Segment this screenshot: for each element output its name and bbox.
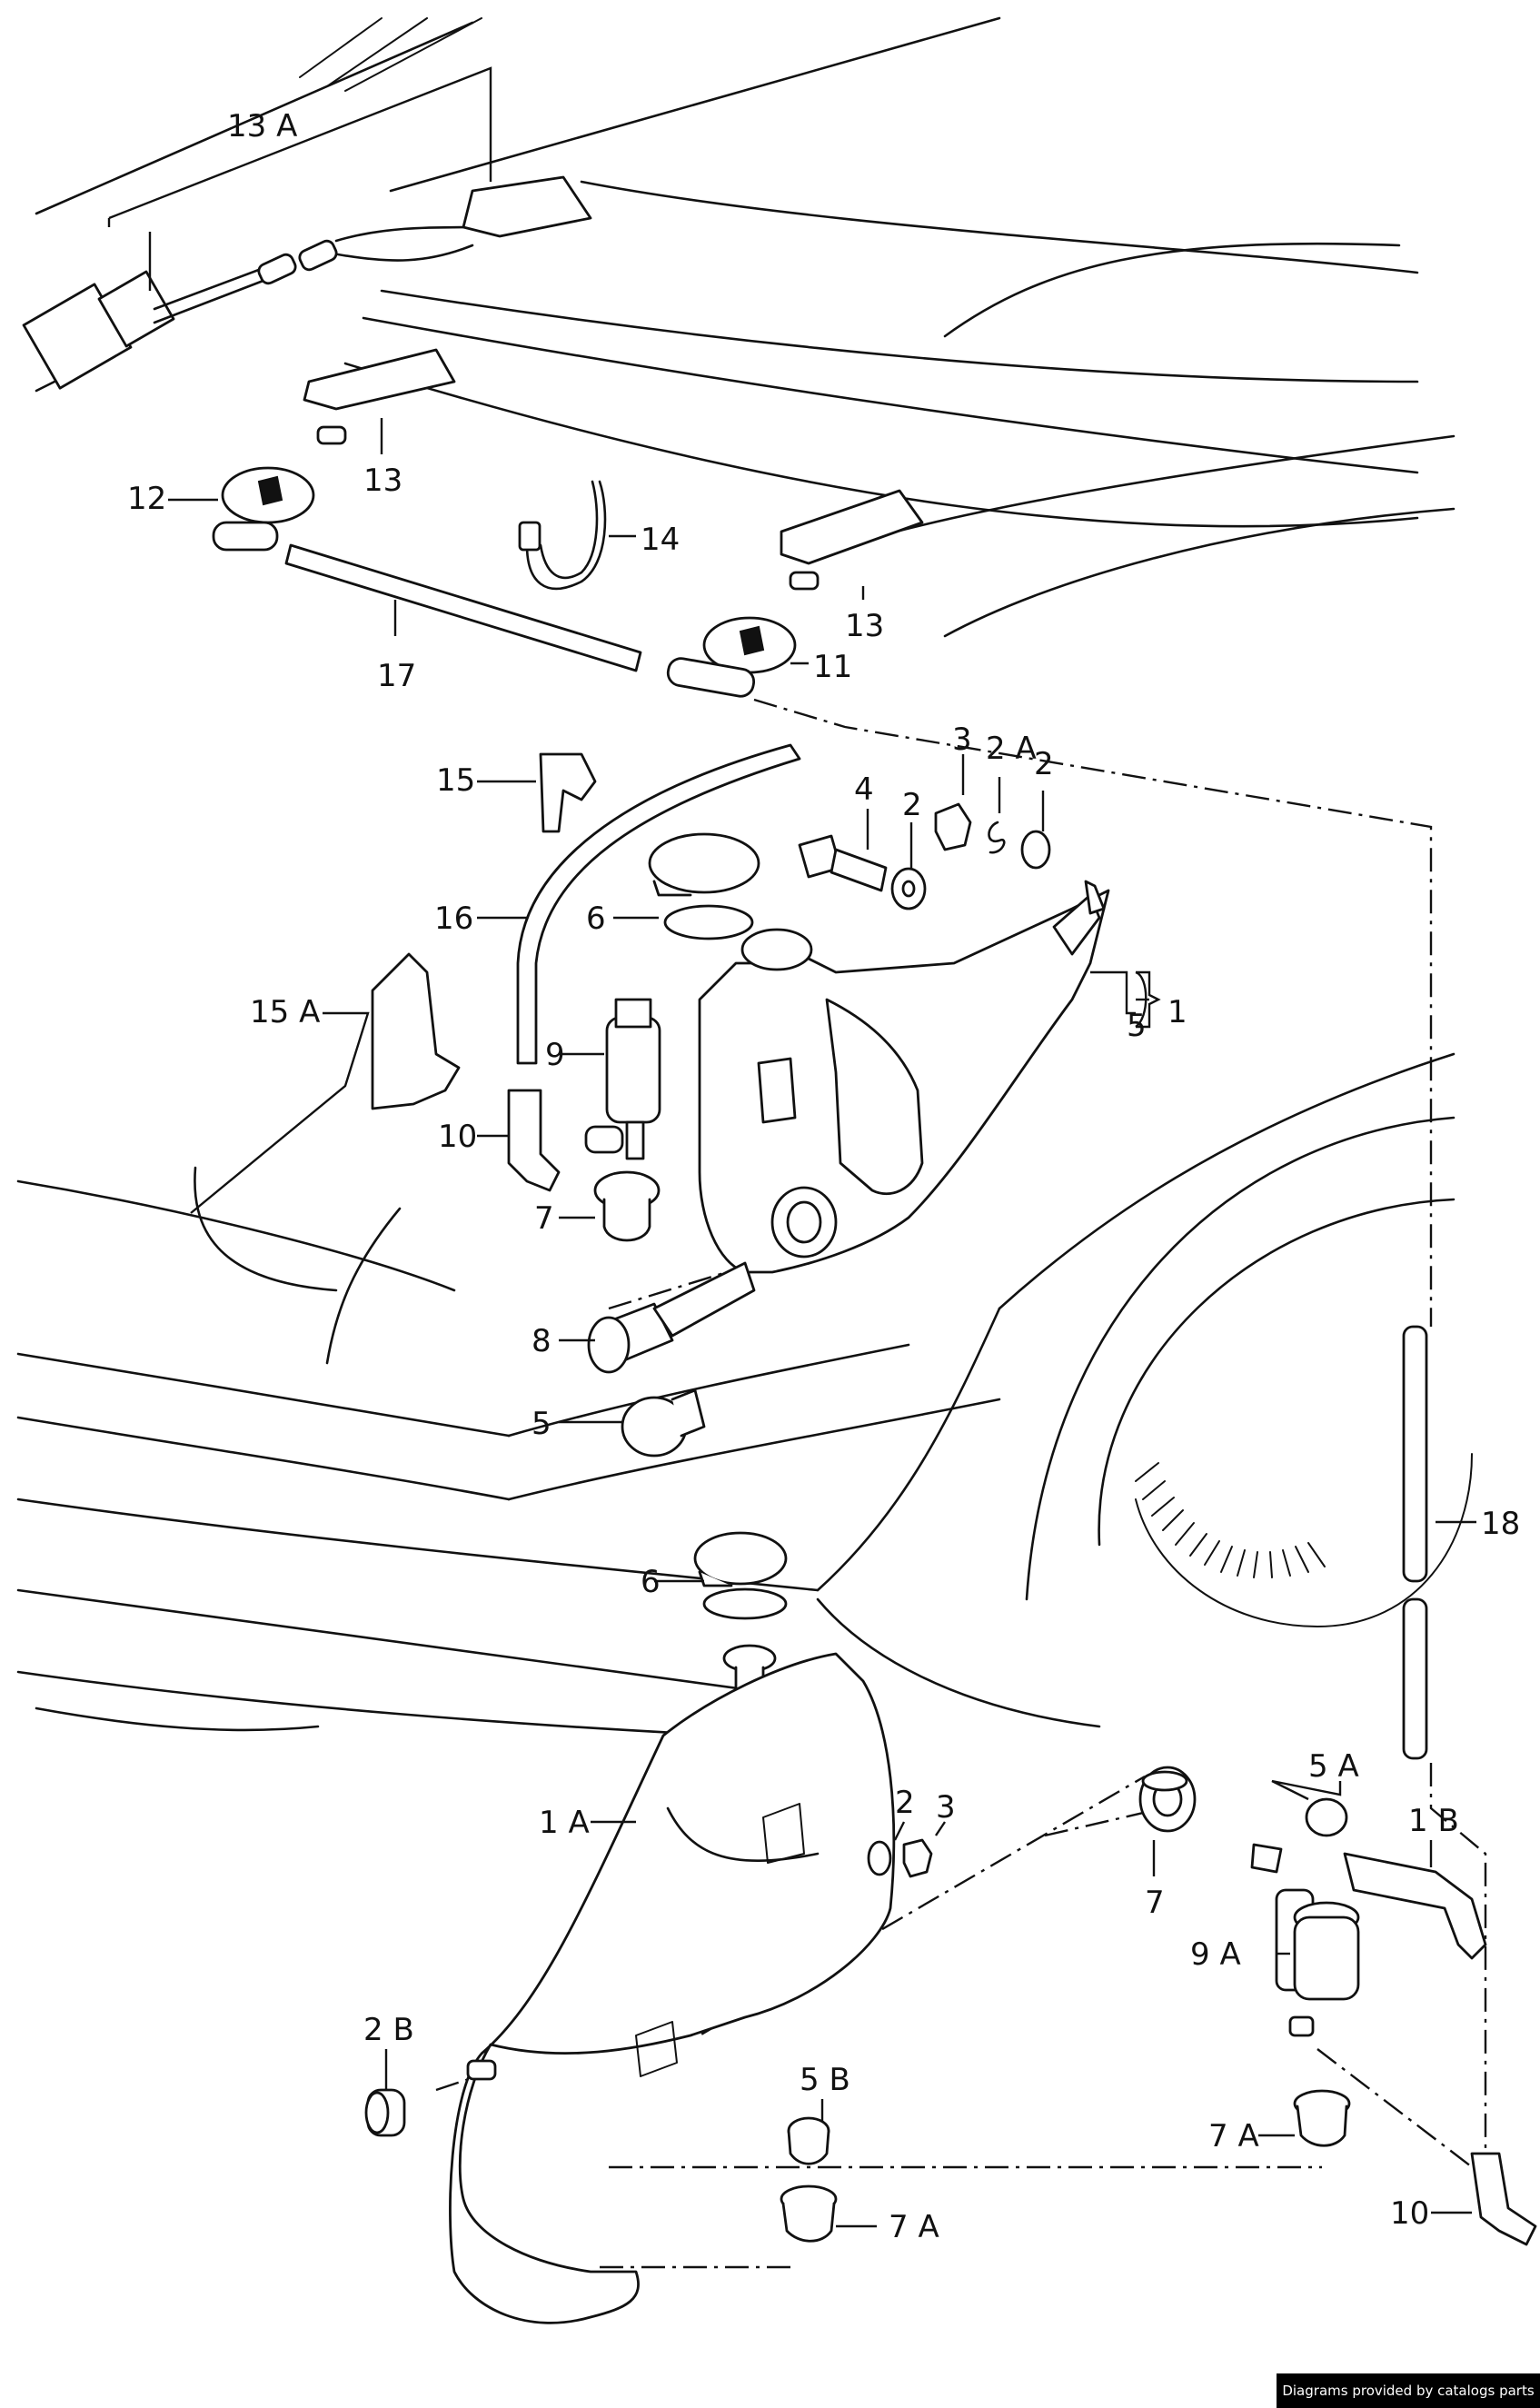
label-5: 5: [532, 1406, 551, 1442]
part-12-grommet: [212, 466, 315, 552]
label-2-lower: 2: [895, 1785, 915, 1821]
label-15a: 15 A: [250, 994, 320, 1030]
part-13a-harness: [22, 175, 592, 393]
label-10-left: 10: [438, 1119, 477, 1155]
part-9a-washer-pump: [1250, 1843, 1360, 2037]
label-7a-right: 7 A: [1208, 2118, 1259, 2154]
label-9a: 9 A: [1190, 1936, 1241, 1973]
part-2a-spring-washer: [988, 821, 1006, 854]
part-16-hose: [516, 743, 801, 1065]
label-5a: 5 A: [1308, 1748, 1359, 1785]
label-2a: 2 A: [986, 731, 1037, 767]
label-6-top: 6: [586, 901, 606, 937]
label-18: 18: [1481, 1506, 1520, 1542]
label-4: 4: [854, 771, 874, 808]
part-8-fitting: [587, 1261, 756, 1374]
part-7a-grommet-right: [1293, 2089, 1351, 2147]
label-7-lower: 7: [1145, 1885, 1165, 1921]
part-15a-bracket: [371, 952, 461, 1110]
label-7a-bottom: 7 A: [889, 2209, 939, 2245]
part-2-washer-right: [1020, 830, 1051, 870]
part-5-cap: [621, 1388, 706, 1458]
part-7-grommet-upper: [593, 1170, 661, 1242]
part-11-grommet: [666, 616, 797, 698]
label-7-top: 7: [534, 1200, 554, 1237]
part-3-nut-upper: [934, 802, 972, 851]
bracket-5-1: [1136, 970, 1161, 1029]
label-8: 8: [532, 1323, 551, 1359]
part-6-cap-seal-lower: [693, 1531, 788, 1620]
label-15: 15: [436, 762, 475, 799]
label-13a: 13 A: [227, 108, 297, 144]
part-2-washer-upper: [890, 867, 927, 910]
part-17-hose: [284, 543, 642, 672]
part-13-spray-jet-upper: [303, 348, 456, 445]
part-14-clip-strap: [518, 480, 607, 591]
part-5a-cap: [1305, 1797, 1348, 1837]
label-6-lower: 6: [641, 1564, 661, 1600]
part-13-spray-jet-right: [780, 489, 924, 591]
label-5-bracket: 5: [1127, 1008, 1147, 1044]
part-1b-bracket: [1343, 1852, 1487, 1960]
part-1a-washer-reservoir-lower: [449, 1644, 896, 2324]
part-5b-cap: [787, 2116, 830, 2165]
label-2-left: 2: [902, 787, 922, 823]
part-10-hose-elbow: [507, 1089, 561, 1192]
footer-credit: Diagrams provided by catalogs parts: [1277, 2373, 1540, 2408]
part-1-washer-reservoir: [698, 880, 1110, 1274]
label-10-right: 10: [1390, 2195, 1429, 2232]
part-6-cap-seal-upper: [648, 832, 760, 940]
part-9-washer-pump: [584, 998, 661, 1160]
label-13-top: 13: [363, 463, 402, 499]
part-2-washer-lower: [867, 1840, 892, 1876]
label-3-top: 3: [952, 721, 972, 758]
label-1a: 1 A: [539, 1805, 590, 1841]
label-13-right: 13: [845, 608, 884, 644]
label-9: 9: [545, 1037, 565, 1073]
label-1: 1: [1167, 994, 1187, 1030]
label-3-lower: 3: [936, 1789, 956, 1826]
label-5b: 5 B: [800, 2062, 850, 2098]
label-1b: 1 B: [1408, 1803, 1459, 1839]
label-17: 17: [377, 658, 416, 694]
label-14: 14: [641, 522, 680, 558]
part-3-nut-lower: [902, 1838, 933, 1878]
label-2-right: 2: [1034, 746, 1054, 782]
label-11: 11: [813, 649, 852, 685]
label-16: 16: [434, 901, 473, 937]
part-7a-grommet-bottom: [780, 2184, 838, 2243]
part-18-hose: [1402, 1325, 1428, 1760]
leader-lines: [107, 66, 1476, 2228]
part-15-clip: [539, 752, 597, 833]
part-4-bolt: [798, 834, 888, 892]
label-2b: 2 B: [363, 2012, 414, 2048]
part-10-hose-elbow-right: [1470, 2152, 1537, 2246]
callout-labels: 13 A 13 12 14 13 17 11 15 3 2 A 4 2 2 16…: [127, 108, 1520, 2245]
part-7-grommet-lower: [1138, 1766, 1197, 1833]
label-12: 12: [127, 481, 166, 517]
